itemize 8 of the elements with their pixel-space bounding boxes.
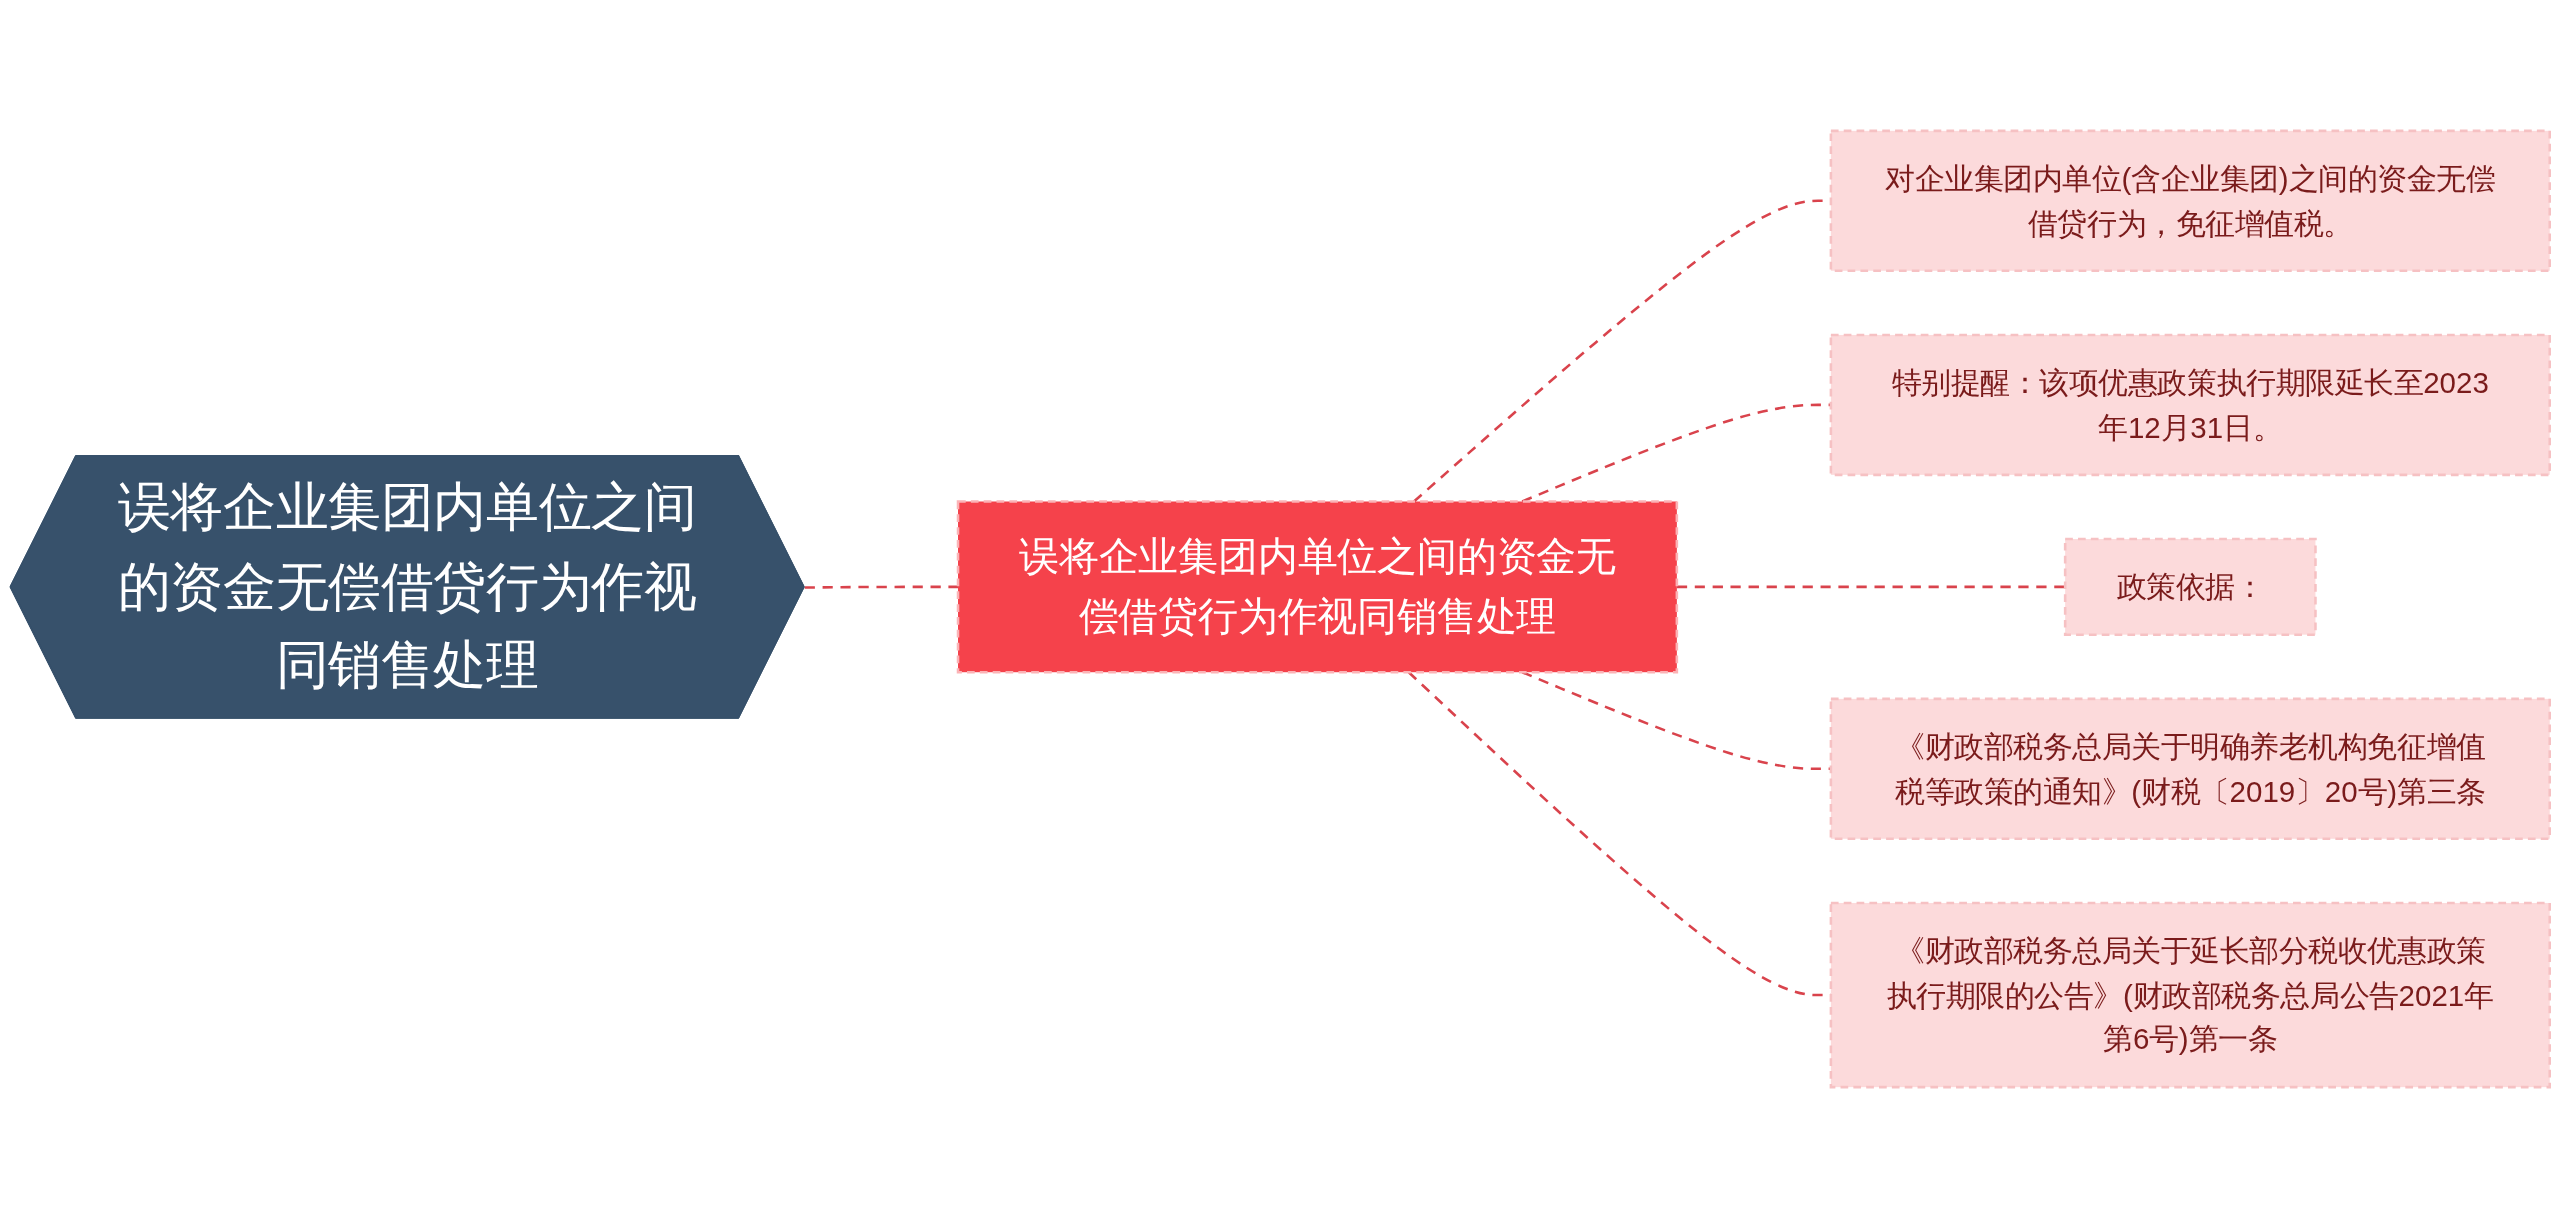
- connector: [804, 585, 958, 589]
- connector: [1676, 585, 2066, 589]
- node-box: 《财政部税务总局关于明确养老机构免征增值税等政策的通知》(财税〔2019〕20号)第三条: [1829, 697, 2551, 841]
- node-box: 误将企业集团内单位之间的资金无偿借贷行为作视同销售处理: [956, 500, 1679, 674]
- node-box: 《财政部税务总局关于延长部分税收优惠政策执行期限的公告》(财政部税务总局公告2021年第6号)第一条: [1829, 901, 2551, 1089]
- node-box: 对企业集团内单位(含企业集团)之间的资金无偿借贷行为，免征增值税。: [1829, 129, 2551, 273]
- node-box: 特别提醒：该项优惠政策执行期限延长至2023年12月31日。: [1829, 333, 2551, 477]
- node-box: 政策依据：: [2063, 537, 2317, 636]
